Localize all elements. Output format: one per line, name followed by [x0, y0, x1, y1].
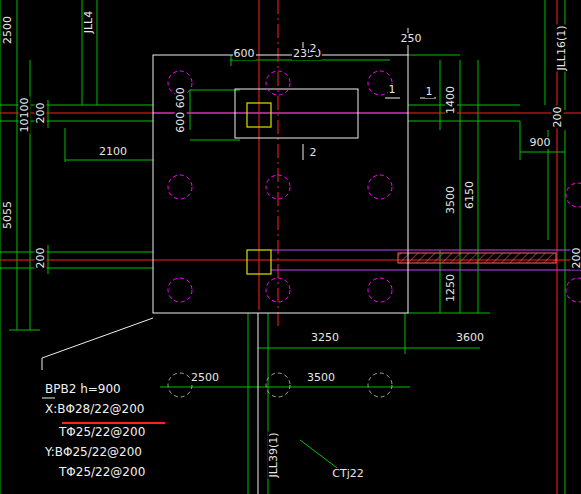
dimension-text: 2500 [190, 372, 220, 384]
vertical-dimension: 200 [34, 247, 46, 270]
dimension-text: 250 [400, 33, 423, 45]
vertical-dimension: 3500 [445, 185, 457, 215]
dimension-text: 2 [309, 147, 318, 159]
dimension-text: 2350 [292, 48, 322, 60]
rebar-note: BPB2 h=900 [44, 382, 122, 396]
vertical-dimension: 200 [551, 106, 563, 129]
vertical-dimension: JLL4 [83, 10, 95, 35]
dimension-text: CTj22 [331, 468, 364, 480]
vertical-dimension: 1250 [445, 273, 457, 303]
rebar-note: TΦ25/22@200 [58, 465, 146, 479]
vertical-dimension: JLL39(1) [268, 431, 280, 478]
vertical-dimension: JLL16(1) [556, 24, 568, 71]
dimension-text: 3250 [310, 332, 340, 344]
vertical-dimension: 10100 [18, 97, 30, 134]
dimension-text: 3500 [306, 372, 336, 384]
dimension-text: 3600 [455, 332, 485, 344]
vertical-dimension: 600 600 [175, 86, 187, 134]
vertical-dimension: 2500 [2, 15, 14, 45]
rebar-note: X:BΦ28/22@200 [44, 402, 145, 416]
vertical-dimension: 1400 [445, 85, 457, 115]
dimension-text: 2100 [98, 146, 128, 158]
vertical-dimension: 6150 [464, 180, 476, 210]
vertical-dimension: 200 [34, 102, 46, 125]
vertical-dimension: 5055 [2, 200, 14, 230]
dimension-text: 600 [233, 48, 256, 60]
dimension-text: 2 [309, 43, 318, 55]
rebar-note: TΦ25/22@200 [58, 425, 146, 439]
dimension-text: 900 [529, 137, 552, 149]
dimension-text: 1 [425, 86, 434, 98]
vertical-dimension: 200 [570, 247, 581, 270]
dimension-text: 1 [388, 84, 397, 96]
rebar-note: Y:BΦ25/22@200 [44, 445, 143, 459]
